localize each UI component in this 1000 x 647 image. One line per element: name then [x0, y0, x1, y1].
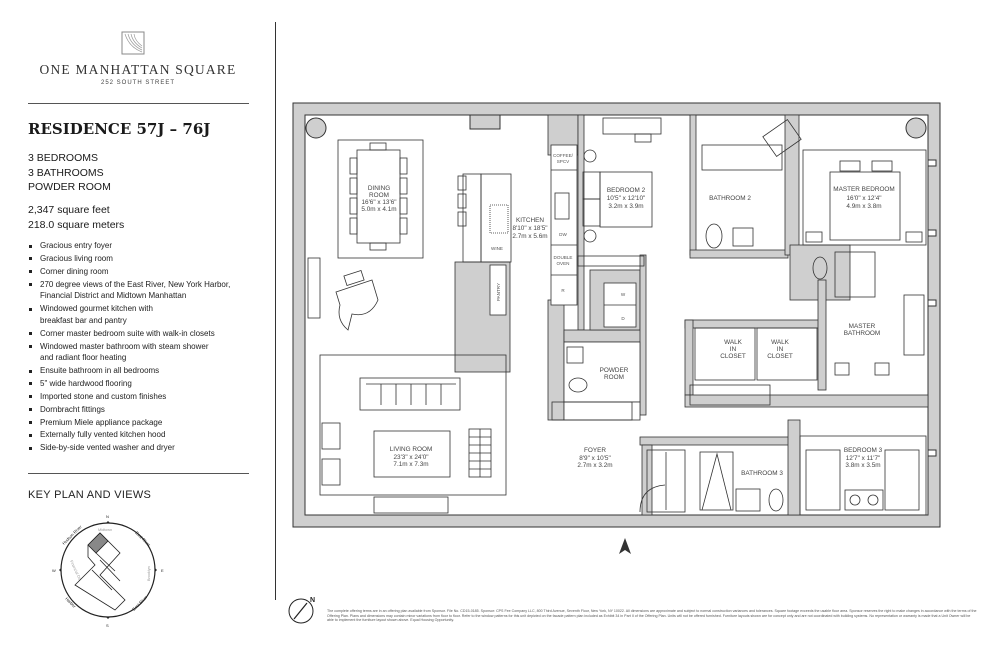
master-bathroom-label-2: BATHROOM [844, 330, 880, 337]
exterior-walls [292, 102, 941, 528]
room-count-bathrooms: 3 BATHROOMS [28, 166, 104, 179]
legal-disclaimer: The complete offering terms are in an of… [327, 609, 977, 623]
key-plan-heading: KEY PLAN AND VIEWS [28, 489, 152, 501]
area-sqm: 218.0 square meters [28, 218, 125, 231]
living-room-dim-ft: 23'3" x 24'0" [393, 454, 428, 461]
feature-item: Imported stone and custom finishes [28, 391, 258, 403]
feature-item: Windowed master bathroom with steam show… [28, 341, 210, 364]
coffee-label-2: SPCV [557, 159, 570, 164]
walk-in-closet-2-label: WALK [771, 339, 790, 346]
foyer-label: FOYER [584, 447, 606, 454]
powder-room-label: POWDER [600, 367, 629, 374]
feature-item: Gracious living room [28, 253, 258, 265]
oven-label: DOUBLE [554, 255, 573, 260]
walk-in-closet-1-label: WALK [724, 339, 743, 346]
feature-item: Windowed gourmet kitchen with breakfast … [28, 303, 180, 326]
fixtures [307, 117, 927, 516]
compass-w: W [52, 568, 56, 573]
feature-item: Gracious entry foyer [28, 240, 258, 252]
dining-room-label: DINING [368, 185, 390, 192]
bedroom2-dim-m: 3.2m x 3.9m [608, 203, 643, 210]
dining-room-dim-ft: 16'6" x 13'6" [361, 199, 396, 206]
kitchen-dim-m: 2.7m x 5.6m [512, 233, 547, 240]
feature-item: Ensuite bathroom in all bedrooms [28, 365, 258, 377]
bedroom3-dim-m: 3.8m x 3.5m [845, 462, 880, 469]
bathroom3-label: BATHROOM 3 [741, 470, 783, 477]
coffee-label: COFFEE/ [553, 153, 574, 158]
feature-item: Externally fully vented kitchen hood [28, 429, 258, 441]
view-brooklyn: Brooklyn [147, 566, 151, 581]
walk-in-closet-1-label-2: IN [730, 346, 737, 353]
room-counts: 3 BEDROOMS 3 BATHROOMS POWDER ROOM [28, 151, 111, 195]
living-room-label: LIVING ROOM [390, 446, 433, 453]
oven-label-2: OVEN [556, 261, 569, 266]
feature-list: Gracious entry foyer Gracious living roo… [28, 240, 258, 455]
brand-name: ONE MANHATTAN SQUARE [39, 62, 237, 77]
divider [28, 103, 249, 104]
north-label: N [310, 597, 315, 604]
wine-label: WINE [491, 246, 503, 251]
walk-in-closet-2-label-2: IN [777, 346, 784, 353]
building-logo-icon [121, 31, 145, 55]
bedroom3-dim-ft: 12'7" x 11'7" [846, 455, 881, 462]
room-count-powder: POWDER ROOM [28, 181, 111, 193]
key-plan-diagram: N S W E Hudson River East River East Riv… [52, 514, 164, 628]
feature-item: Corner master bedroom suite with walk-in… [28, 328, 258, 340]
dishwasher-label: DW [559, 232, 567, 237]
brand-address: 252 SOUTH STREET [100, 80, 175, 86]
master-bedroom-dim-ft: 16'0" x 12'4" [846, 195, 881, 202]
residence-title: RESIDENCE 57J – 76J [28, 120, 211, 138]
dining-room-label-2: ROOM [369, 192, 389, 199]
kitchen-dim-ft: 8'10" x 18'5" [512, 225, 547, 232]
bedroom3-label: BEDROOM 3 [844, 447, 883, 454]
kitchen-label: KITCHEN [516, 217, 544, 224]
compass-e: E [161, 568, 164, 573]
feature-item: 270 degree views of the East River, New … [28, 279, 258, 302]
feature-item: Side-by-side vented washer and dryer [28, 442, 258, 454]
foyer-dim-ft: 8'9" x 10'5" [579, 455, 611, 462]
bedroom2-label: BEDROOM 2 [607, 187, 646, 194]
feature-item: Premium Miele appliance package [28, 417, 258, 429]
master-bedroom-label: MASTER BEDROOM [833, 186, 894, 193]
powder-room-label-2: ROOM [604, 374, 624, 381]
north-arrow-icon: N [288, 597, 315, 624]
compass-s: S [106, 623, 109, 628]
interior-walls [454, 114, 929, 516]
living-room-dim-m: 7.1m x 7.3m [393, 461, 428, 468]
feature-item: Dornbracht fittings [28, 404, 258, 416]
entry-arrow-icon [619, 538, 631, 554]
foyer-dim-m: 2.7m x 3.2m [577, 462, 612, 469]
area: 2,347 square feet 218.0 square meters [28, 203, 124, 232]
fridge-label: R [561, 288, 565, 293]
divider [28, 473, 249, 474]
feature-item: 5" wide hardwood flooring [28, 378, 258, 390]
master-bedroom-dim-m: 4.9m x 3.8m [846, 203, 881, 210]
bathroom2-label: BATHROOM 2 [709, 195, 751, 202]
master-bathroom-label: MASTER [849, 323, 876, 330]
feature-item: Corner dining room [28, 266, 258, 278]
walk-in-closet-2-label-3: CLOSET [767, 353, 793, 360]
area-sqft: 2,347 square feet [28, 204, 110, 216]
room-count-bedrooms: 3 BEDROOMS [28, 152, 99, 164]
dryer-label: D [621, 316, 625, 321]
view-midtown: Midtown [98, 528, 112, 532]
dining-room-dim-m: 5.0m x 4.1m [361, 206, 396, 213]
walk-in-closet-1-label-3: CLOSET [720, 353, 746, 360]
compass-n: N [106, 514, 109, 519]
panel-divider [275, 22, 276, 600]
washer-label: W [621, 292, 626, 297]
bedroom2-dim-ft: 10'5" x 12'10" [607, 195, 646, 202]
pantry-label: PANTRY [496, 283, 501, 301]
